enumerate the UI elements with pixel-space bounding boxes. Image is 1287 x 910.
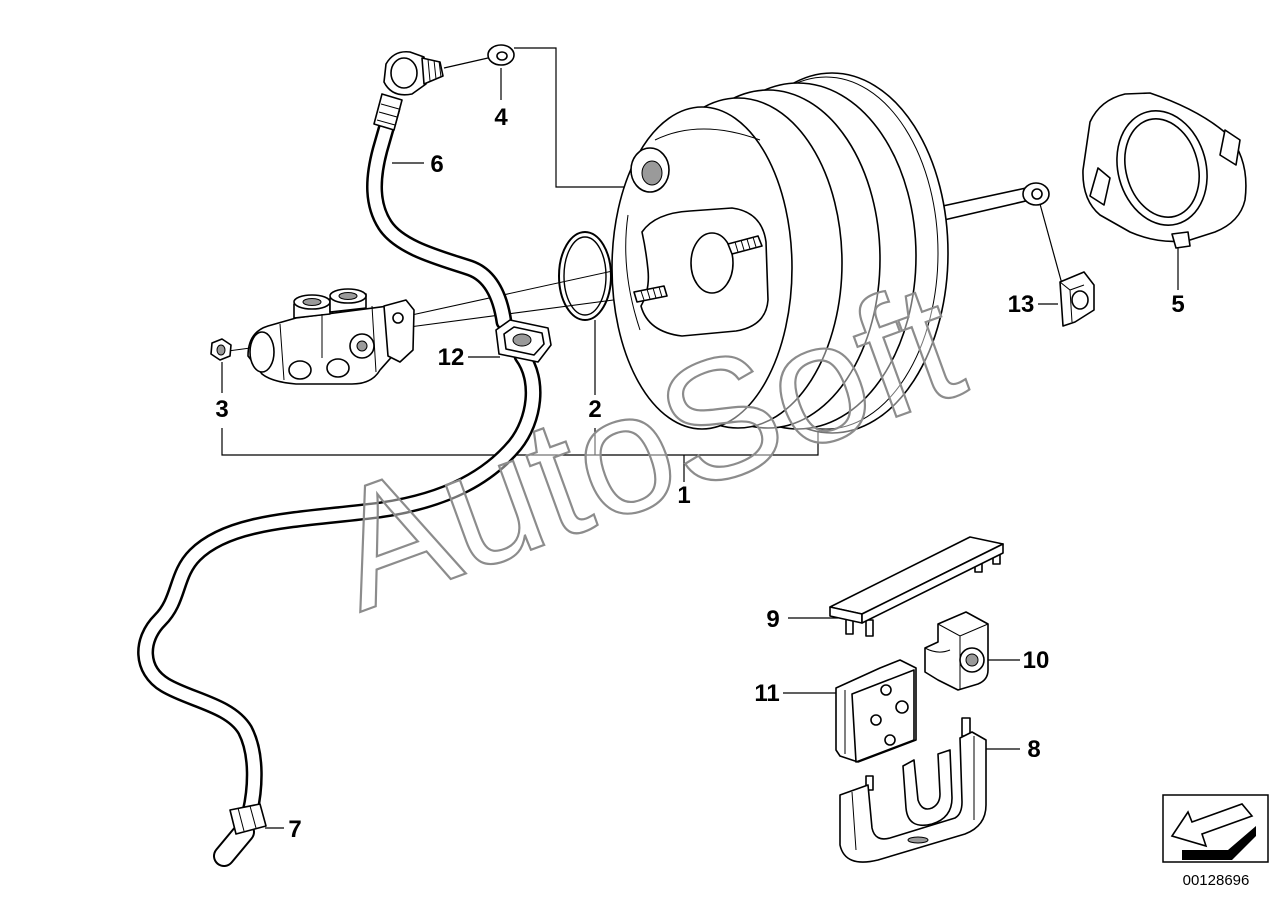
callout-4: 4 [494,104,508,131]
front-face-contour [654,128,761,141]
bracket-pin [865,775,874,791]
leader-4-connector [443,57,489,69]
symbol-base-bar [1182,826,1256,860]
flange-bolt-hole [392,312,404,324]
hose-ferrule [373,93,403,131]
brake-booster [611,72,1050,434]
callout-7: 7 [288,816,301,843]
bracket-slot [907,836,929,844]
vacuum-hose [137,93,542,821]
brake-outlet [326,358,350,378]
hose-end-fitting [213,803,267,867]
callouts: 1 2 3 4 5 6 7 8 9 10 11 12 13 [215,104,1184,843]
leader-4-booster [514,47,636,188]
callout-10: 10 [1023,647,1050,674]
pushrod-bore [690,232,734,294]
leader-lines [221,47,1179,829]
cover-strip [829,536,1004,637]
vacuum-port-hole [641,160,663,186]
hex-nut [210,338,232,361]
u-bracket [839,717,987,863]
bracket-line-1 [221,425,819,456]
callout-6: 6 [430,151,443,178]
mounting-flange [383,299,415,363]
master-cylinder [247,288,415,385]
clevis-hole [1031,188,1043,200]
gasket-slot [1089,167,1111,206]
callout-12: 12 [438,344,465,371]
washer [487,44,515,66]
symbol-arrow [1170,803,1254,848]
callout-8: 8 [1027,736,1040,763]
callout-1: 1 [677,482,690,509]
gasket-slot [1219,129,1241,166]
elbow-connector [383,50,444,96]
gasket-tab [1171,231,1191,249]
drawing-number: 00128696 [1183,872,1250,889]
spring-clip [1059,271,1095,327]
holder-block [924,611,989,691]
front-face-contour [625,214,641,331]
o-ring [558,231,612,321]
stud-upper [727,235,763,255]
grommet [495,319,552,363]
fitting-collar [229,803,267,835]
gasket [1082,92,1247,249]
callout-3: 3 [215,396,228,423]
callout-2: 2 [588,396,601,423]
arrow-down-left-icon [1162,794,1269,863]
brake-outlet [288,360,312,380]
callout-9: 9 [766,606,779,633]
cylinder-end [249,331,275,373]
leader-13-clevis [1039,203,1063,285]
callout-13: 13 [1008,291,1035,318]
stud-lower [633,285,668,303]
sealing-pad [835,659,917,763]
callout-11: 11 [754,680,779,707]
callout-5: 5 [1171,291,1184,318]
